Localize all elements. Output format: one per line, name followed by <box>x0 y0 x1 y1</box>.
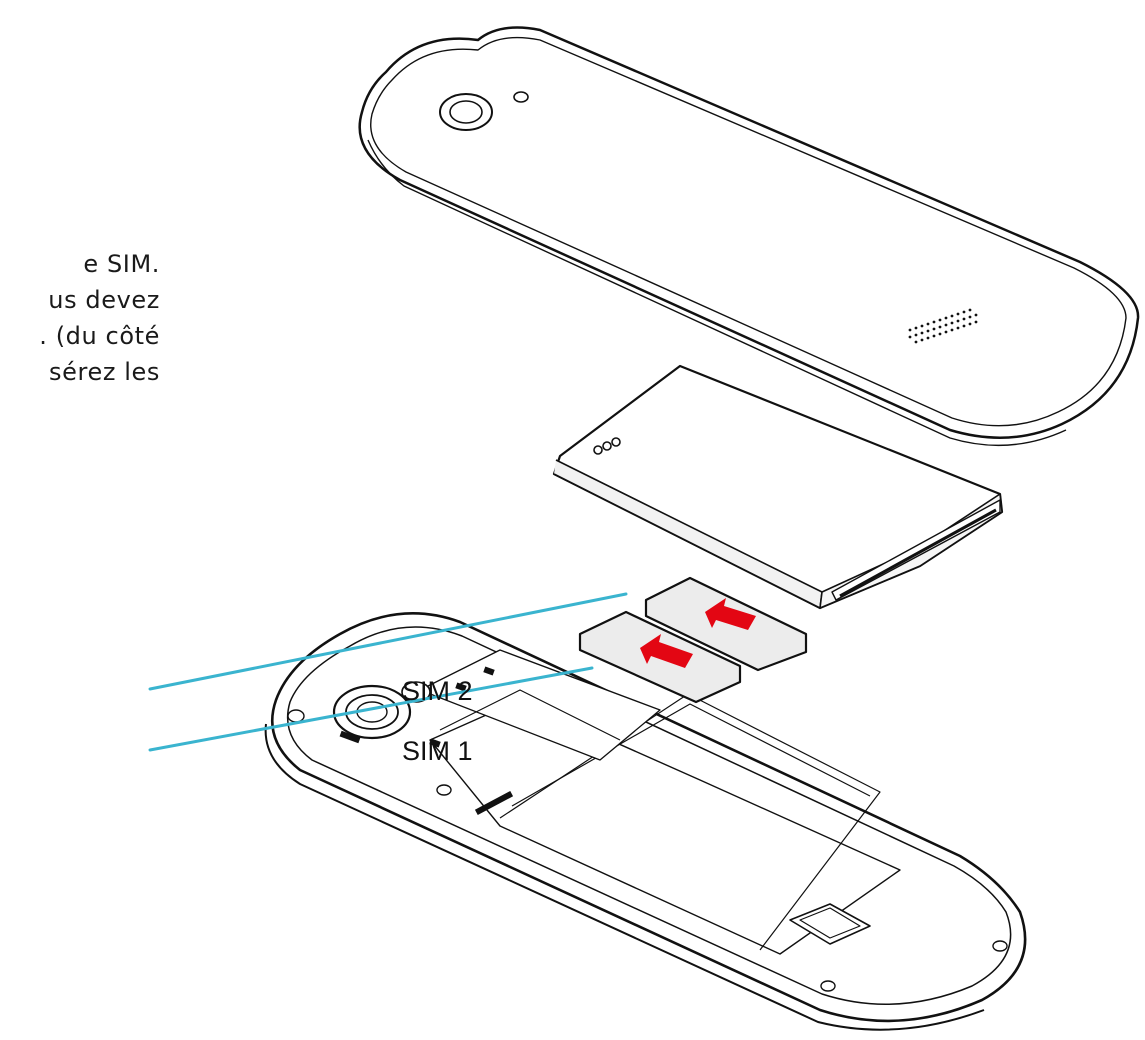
insert-arrow-icon <box>640 634 693 668</box>
sim1-leader-line <box>148 666 594 752</box>
sim1-label: SIM 1 <box>402 736 473 766</box>
leader-lines <box>148 592 628 752</box>
phone-body <box>264 612 1027 1031</box>
back-cover <box>358 26 1140 447</box>
instruction-line: sérez les <box>49 358 160 386</box>
insert-arrow-icon <box>705 598 756 630</box>
instruction-text: e SIM. us devez . (du côté sérez les <box>0 246 160 390</box>
sim-card-2 <box>644 576 808 672</box>
instruction-line: . (du côté <box>39 322 160 350</box>
speaker-grille <box>908 308 978 344</box>
sim2-label: SIM 2 <box>402 676 473 706</box>
sim2-leader-line <box>148 592 628 691</box>
instruction-line: us devez <box>48 286 160 314</box>
battery <box>552 364 1004 610</box>
instruction-line: e SIM. <box>83 250 160 278</box>
